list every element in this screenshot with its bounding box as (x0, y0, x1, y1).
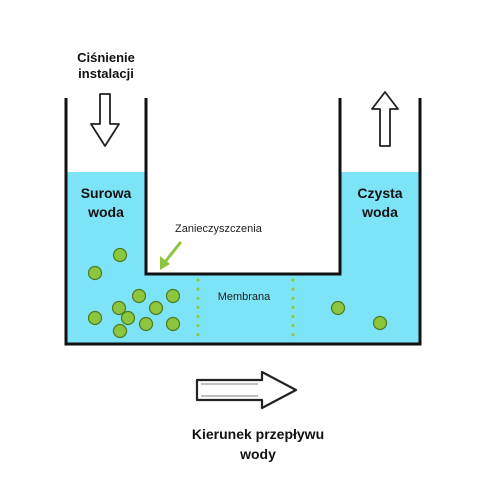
particle (330, 300, 346, 316)
particle (138, 316, 154, 332)
particle (372, 315, 388, 331)
particle (148, 300, 164, 316)
contaminants-label: Zanieczyszczenia (175, 223, 263, 235)
flow-direction-label-line2: wody (239, 446, 276, 462)
outer-vessel-wall (64, 98, 422, 346)
raw-water-label-line2: woda (87, 204, 124, 220)
pointer-arrow-icon (160, 241, 182, 270)
clean-water-label-line1: Czysta (357, 185, 402, 201)
particle (87, 265, 103, 281)
down-arrow-icon (90, 93, 120, 147)
right-arrow-icon (195, 370, 298, 410)
flow-direction-label-line1: Kierunek przepływu (192, 426, 324, 442)
inner-divider-wall (144, 98, 342, 276)
container-outline (64, 98, 422, 346)
clean-water-label-line2: woda (361, 204, 398, 220)
membrane-label: Membrana (218, 291, 271, 303)
raw-particles (87, 247, 181, 339)
pressure-label-line1: Ciśnienie (77, 50, 135, 65)
particle (165, 288, 181, 304)
particle (112, 323, 128, 339)
pressure-label-line2: instalacji (78, 66, 134, 81)
particle (120, 310, 136, 326)
membrane-lines (196, 278, 295, 342)
particle (165, 316, 181, 332)
particle (131, 288, 147, 304)
particle (87, 310, 103, 326)
raw-water-label-line1: Surowa (81, 185, 132, 201)
particle (112, 247, 128, 263)
up-arrow-icon (371, 91, 399, 147)
particle (111, 300, 127, 316)
clean-particles (330, 300, 388, 331)
